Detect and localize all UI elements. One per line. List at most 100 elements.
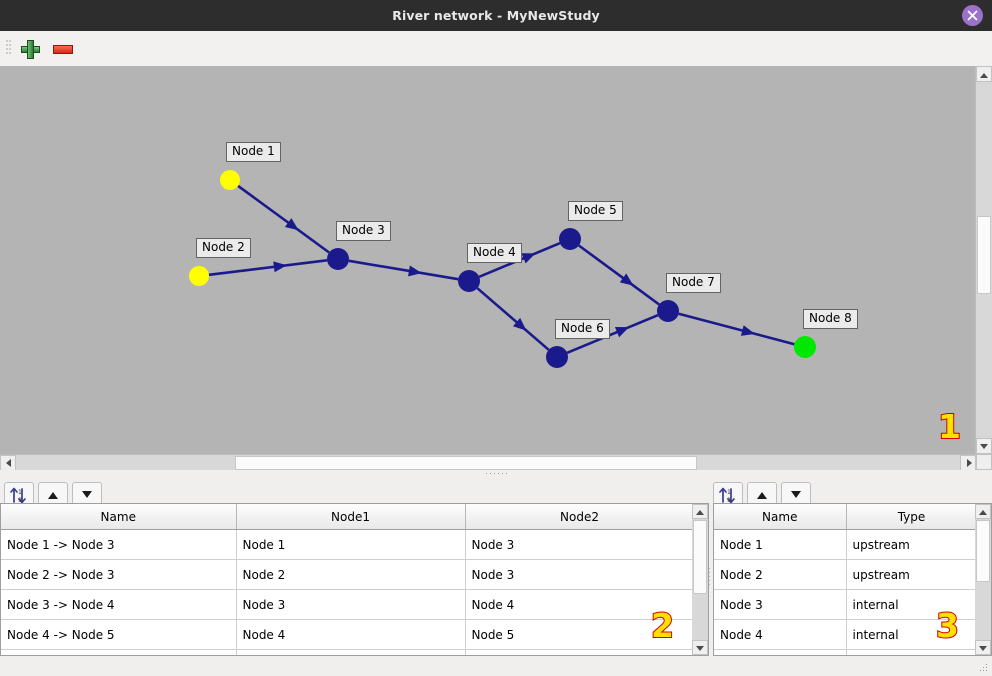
annotation-2: 2 <box>650 606 675 645</box>
nodes-vertical-scrollbar[interactable] <box>975 504 991 655</box>
network-graph-canvas[interactable]: Node 1 Node 2 Node 3 Node 4 Node 5 Node 6 Node… <box>0 66 992 468</box>
nodes-header-row: Name Type <box>714 504 975 530</box>
graph-vertical-scrollbar[interactable] <box>975 66 992 454</box>
scroll-right-arrow-icon[interactable] <box>960 455 976 471</box>
reaches-scroll-down-icon[interactable] <box>692 640 708 655</box>
graph-node-label-node6[interactable]: Node 6 <box>555 319 610 339</box>
graph-node-node4[interactable] <box>458 270 480 292</box>
graph-node-label-node1[interactable]: Node 1 <box>226 142 281 162</box>
graph-vscroll-thumb[interactable] <box>977 216 991 294</box>
table-cell[interactable]: upstream <box>846 559 975 590</box>
graph-hscroll-thumb[interactable] <box>235 456 697 470</box>
table-cell-empty[interactable] <box>846 649 975 655</box>
graph-node-node6[interactable] <box>546 346 568 368</box>
reaches-scroll-up-icon[interactable] <box>692 504 708 519</box>
nodes-scroll-down-icon[interactable] <box>975 640 991 655</box>
graph-node-label-node4[interactable]: Node 4 <box>467 243 522 263</box>
nodes-scroll-up-icon[interactable] <box>975 504 991 519</box>
edge-Node2-to-Node3[interactable] <box>208 259 328 277</box>
edge-Node7-to-Node8[interactable] <box>678 312 795 346</box>
sort-glyph: 1 9 <box>719 487 735 504</box>
table-cell[interactable]: internal <box>846 589 975 620</box>
table-cell[interactable]: Node 3 <box>465 559 692 590</box>
graph-node-label-node7[interactable]: Node 7 <box>666 273 721 293</box>
edge-Node6-to-Node7[interactable] <box>566 314 659 354</box>
edge-Node1-to-Node3[interactable] <box>237 184 330 254</box>
nodes-col-name[interactable]: Name <box>714 504 847 530</box>
table-cell[interactable]: Node 1 <box>714 529 847 560</box>
graph-node-node5[interactable] <box>559 228 581 250</box>
table-cell-empty[interactable] <box>236 649 466 655</box>
window-resize-grip[interactable] <box>980 664 988 672</box>
table-cell-empty[interactable] <box>465 649 692 655</box>
scroll-up-arrow-icon[interactable] <box>976 66 992 82</box>
edge-Node5-to-Node7[interactable] <box>578 244 660 306</box>
table-cell[interactable]: Node 3 <box>236 589 466 620</box>
pane-splitter[interactable] <box>0 470 992 478</box>
table-cell[interactable]: internal <box>846 619 975 650</box>
graph-node-label-node3[interactable]: Node 3 <box>336 221 391 241</box>
annotation-1: 1 <box>937 407 962 446</box>
graph-node-node7[interactable] <box>657 300 679 322</box>
reaches-col-node1[interactable]: Node1 <box>236 504 466 530</box>
table-cell[interactable]: Node 1 <box>236 529 466 560</box>
toolbar-grip[interactable] <box>6 40 11 58</box>
window-title: River network - MyNewStudy <box>392 8 600 23</box>
table-cell[interactable]: Node 4 <box>236 619 466 650</box>
table-cell[interactable]: upstream <box>846 529 975 560</box>
table-cell[interactable]: Node 4 -> Node 5 <box>1 619 237 650</box>
reaches-col-node2[interactable]: Node2 <box>465 504 692 530</box>
graph-node-node8[interactable] <box>794 336 816 358</box>
graph-node-node3[interactable] <box>327 248 349 270</box>
scroll-left-arrow-icon[interactable] <box>0 455 16 471</box>
table-cell-empty[interactable] <box>714 649 847 655</box>
table-cell[interactable]: Node 3 <box>714 589 847 620</box>
nodes-col-type[interactable]: Type <box>846 504 975 530</box>
graph-node-label-node5[interactable]: Node 5 <box>568 201 623 221</box>
graph-node-node1[interactable] <box>220 170 240 190</box>
close-icon[interactable] <box>962 5 983 26</box>
graph-node-node2[interactable] <box>189 266 209 286</box>
table-cell[interactable]: Node 4 <box>465 589 692 620</box>
delete-minus-icon[interactable] <box>53 39 73 59</box>
table-split-grip[interactable] <box>709 568 713 588</box>
table-cell[interactable]: Node 4 <box>714 619 847 650</box>
arrowhead <box>273 261 287 273</box>
reaches-vertical-scrollbar[interactable] <box>692 504 708 655</box>
add-plus-icon[interactable] <box>20 39 40 59</box>
close-x-glyph <box>967 10 978 21</box>
table-row-empty[interactable] <box>1 649 692 655</box>
table-cell[interactable]: Node 2 -> Node 3 <box>1 559 237 590</box>
table-cell-empty[interactable] <box>1 649 237 655</box>
table-cell[interactable]: Node 5 <box>465 619 692 650</box>
edge-Node4-to-Node6[interactable] <box>476 287 550 351</box>
svg-text:9: 9 <box>727 497 731 504</box>
scroll-down-arrow-icon[interactable] <box>976 438 992 454</box>
table-cell[interactable]: Node 3 -> Node 4 <box>1 589 237 620</box>
table-cell[interactable]: Node 1 -> Node 3 <box>1 529 237 560</box>
graph-node-label-node2[interactable]: Node 2 <box>196 238 251 258</box>
table-cell[interactable]: Node 3 <box>465 529 692 560</box>
table-row-empty[interactable] <box>714 649 975 655</box>
graph-horizontal-scrollbar[interactable] <box>0 454 976 471</box>
table-cell[interactable]: Node 2 <box>714 559 847 590</box>
reaches-col-name[interactable]: Name <box>1 504 237 530</box>
reaches-vscroll-thumb[interactable] <box>693 520 707 594</box>
arrowhead <box>512 317 527 331</box>
graph-node-label-node8[interactable]: Node 8 <box>803 309 858 329</box>
nodes-vscroll-thumb[interactable] <box>976 520 990 582</box>
table-cell[interactable]: Node 2 <box>236 559 466 590</box>
edge-Node3-to-Node4[interactable] <box>348 259 459 281</box>
bottom-panes: 1 9 1 9 <box>0 478 992 676</box>
